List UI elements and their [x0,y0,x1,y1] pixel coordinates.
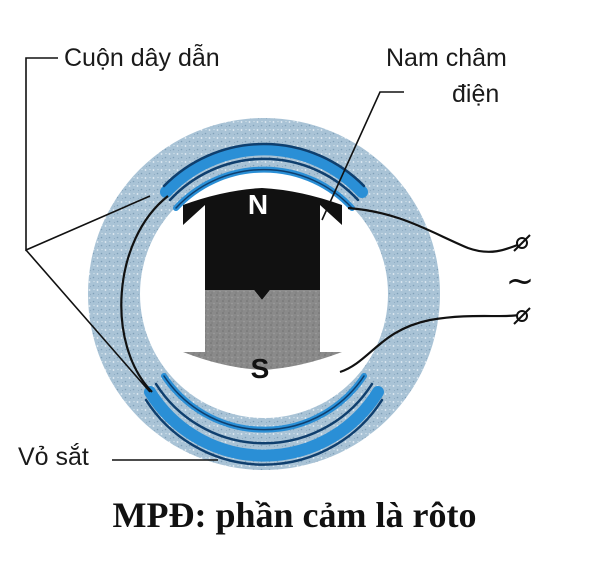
north-pole-letter: N [248,189,268,220]
magnet-north-pole [183,188,342,300]
magnet-south-pole [183,290,342,370]
label-coil: Cuộn dây dẫn [64,44,220,72]
lower-coil [144,373,384,466]
ac-symbol: ~ [506,261,535,301]
coil-connector-wire [120,195,169,393]
label-electromagnet-line2: điện [452,80,500,108]
wires [339,206,521,374]
diagram-caption: MPĐ: phần cảm là rôto [112,495,477,535]
label-iron-shell: Vỏ sắt [18,443,89,471]
leader-lines [25,57,404,461]
label-electromagnet-line1: Nam châm [386,44,507,72]
upper-coil [160,142,368,211]
south-pole-letter: S [251,353,270,384]
